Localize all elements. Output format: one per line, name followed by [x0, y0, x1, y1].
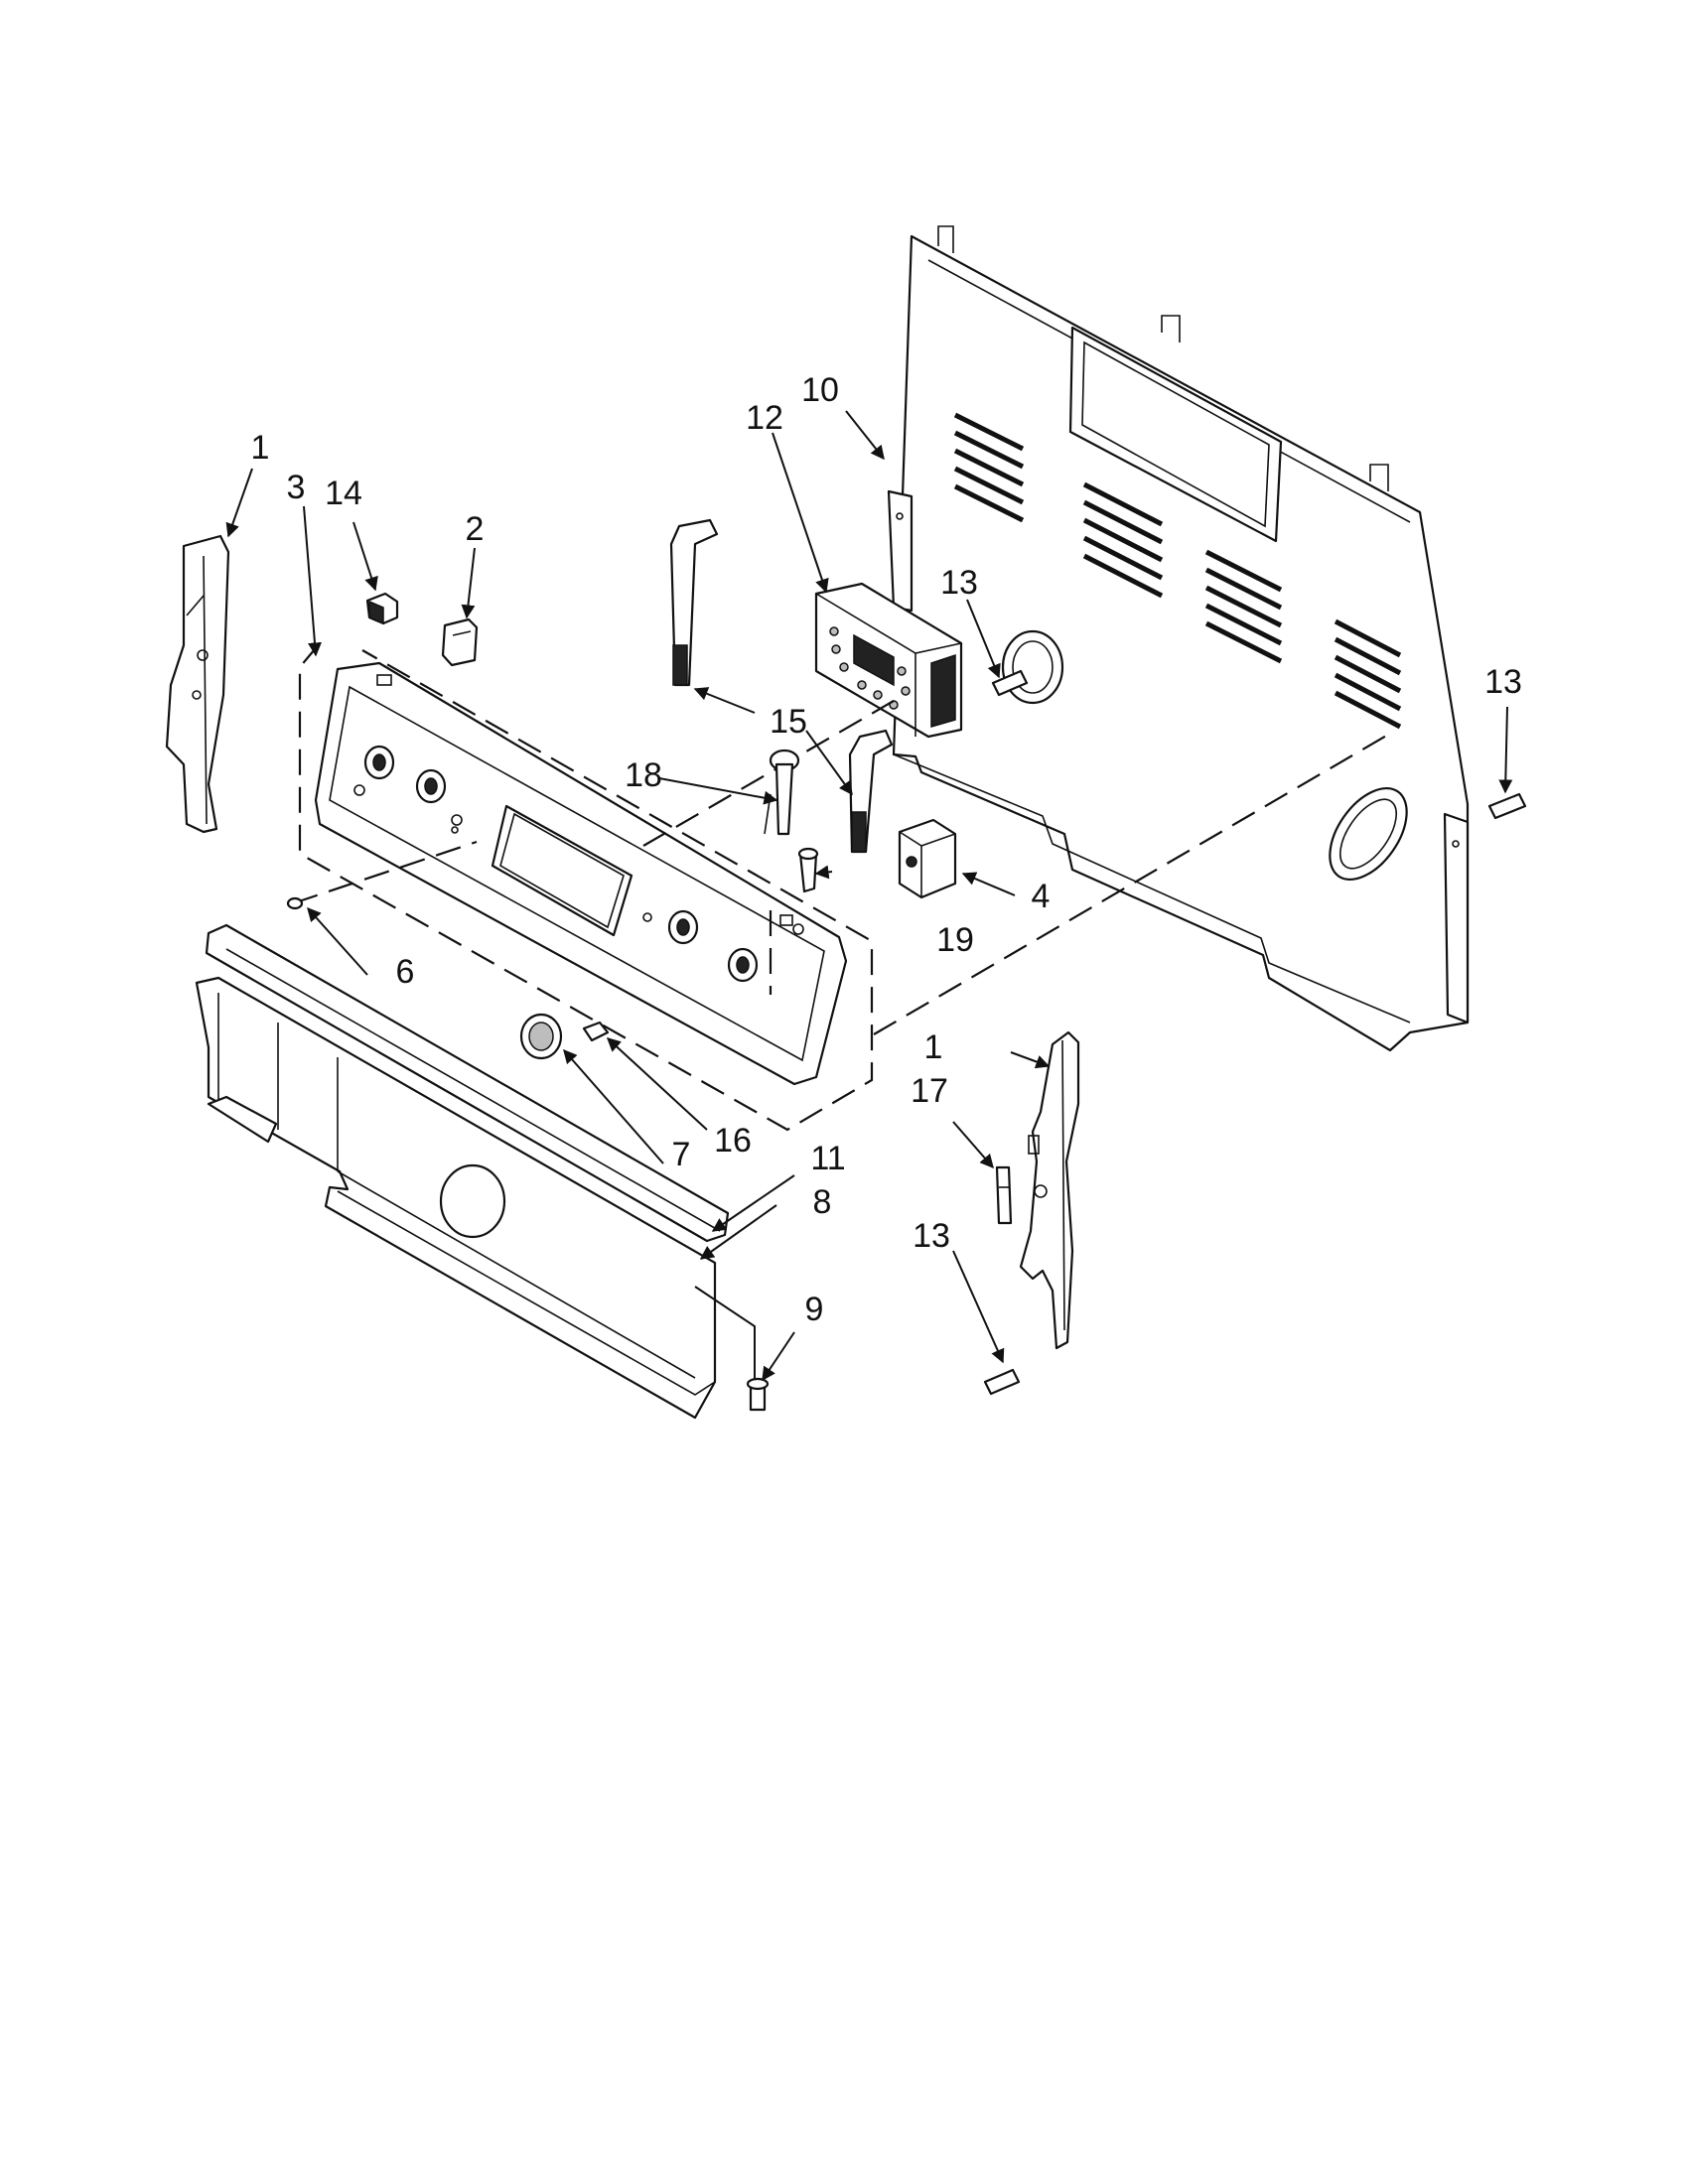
callout-11: 11 — [810, 1140, 845, 1177]
callout-13-upper: 13 — [940, 564, 978, 602]
clip-part-14 — [365, 592, 399, 625]
wire-harness-15 — [848, 729, 894, 854]
screw-part-9 — [746, 1377, 770, 1412]
callout-13-lower: 13 — [913, 1217, 950, 1255]
manifold-panel — [195, 923, 730, 1420]
callout-4: 4 — [1032, 878, 1051, 915]
callout-12: 12 — [746, 399, 783, 437]
callout-1-left: 1 — [251, 429, 270, 467]
control-panel — [314, 661, 848, 1086]
screw-part-6 — [286, 896, 304, 910]
callout-17: 17 — [911, 1072, 948, 1110]
assembly-bracket-3 — [298, 642, 874, 1132]
screw-part-13 — [983, 1368, 1021, 1396]
callout-10: 10 — [801, 371, 839, 409]
callout-8: 8 — [813, 1183, 832, 1221]
lamp-part-19 — [797, 847, 819, 893]
knob-part-7 — [519, 1013, 563, 1060]
callout-13-right: 13 — [1484, 663, 1522, 701]
electronic-control — [814, 582, 963, 739]
callout-labels: 1 3 14 2 12 10 13 13 15 18 4 19 6 1 17 1… — [251, 371, 1522, 1328]
assembly-line — [873, 734, 1389, 1035]
end-cap-left — [165, 534, 230, 834]
callout-9: 9 — [805, 1291, 824, 1328]
assembly-line — [292, 840, 478, 905]
end-cap-right — [1019, 1030, 1080, 1350]
callout-19: 19 — [936, 921, 974, 959]
callout-2: 2 — [466, 510, 485, 548]
screw-part-13 — [991, 669, 1029, 697]
screw-part-13 — [1487, 792, 1527, 820]
screw-part-16 — [582, 1021, 610, 1042]
leader-lines — [225, 410, 1513, 1382]
callout-18: 18 — [625, 756, 662, 794]
callout-6: 6 — [396, 953, 415, 991]
callout-7: 7 — [672, 1136, 691, 1173]
wire-ring — [1001, 629, 1064, 705]
assembly-line — [642, 700, 895, 847]
knob — [363, 745, 395, 780]
callout-3: 3 — [287, 469, 306, 506]
callout-14: 14 — [325, 475, 362, 512]
rear-panel — [887, 225, 1470, 1052]
knob — [727, 947, 759, 983]
callout-15: 15 — [770, 703, 807, 741]
knob — [667, 909, 699, 945]
knob — [415, 768, 447, 804]
callout-1-right: 1 — [924, 1028, 943, 1066]
bracket-part-2 — [441, 617, 479, 667]
clip-part-17 — [995, 1165, 1013, 1225]
switch-part-4 — [898, 818, 957, 899]
callout-16: 16 — [714, 1122, 752, 1160]
sensor-part-18 — [764, 749, 800, 836]
wire-harness-15 — [669, 518, 719, 687]
